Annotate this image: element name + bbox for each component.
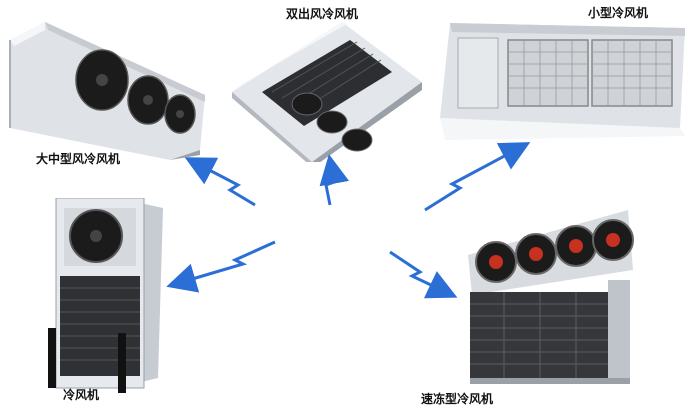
- large-medium-air-cooler-image: [0, 10, 205, 160]
- large-medium-air-cooler-label: 大中型风冷风机: [36, 152, 121, 166]
- arrow-to-small: [424, 142, 531, 212]
- small-air-cooler-image: [440, 18, 690, 140]
- air-cooler-image: [38, 198, 168, 398]
- arrow-to-quick-freeze: [389, 250, 458, 299]
- dual-outlet-air-cooler-label: 双出风冷风机: [286, 7, 359, 21]
- air-cooler-label: 冷风机: [63, 388, 100, 402]
- quick-freeze-air-cooler-image: [458, 210, 643, 395]
- quick-freeze-air-cooler-label: 速冻型冷风机: [421, 392, 494, 406]
- small-air-cooler-label: 小型冷风机: [588, 6, 649, 20]
- arrow-to-air-cooler: [166, 240, 276, 293]
- arrow-to-large-medium: [184, 157, 256, 207]
- arrow-to-dual-outlet: [319, 154, 350, 206]
- dual-outlet-air-cooler-image: [232, 22, 422, 162]
